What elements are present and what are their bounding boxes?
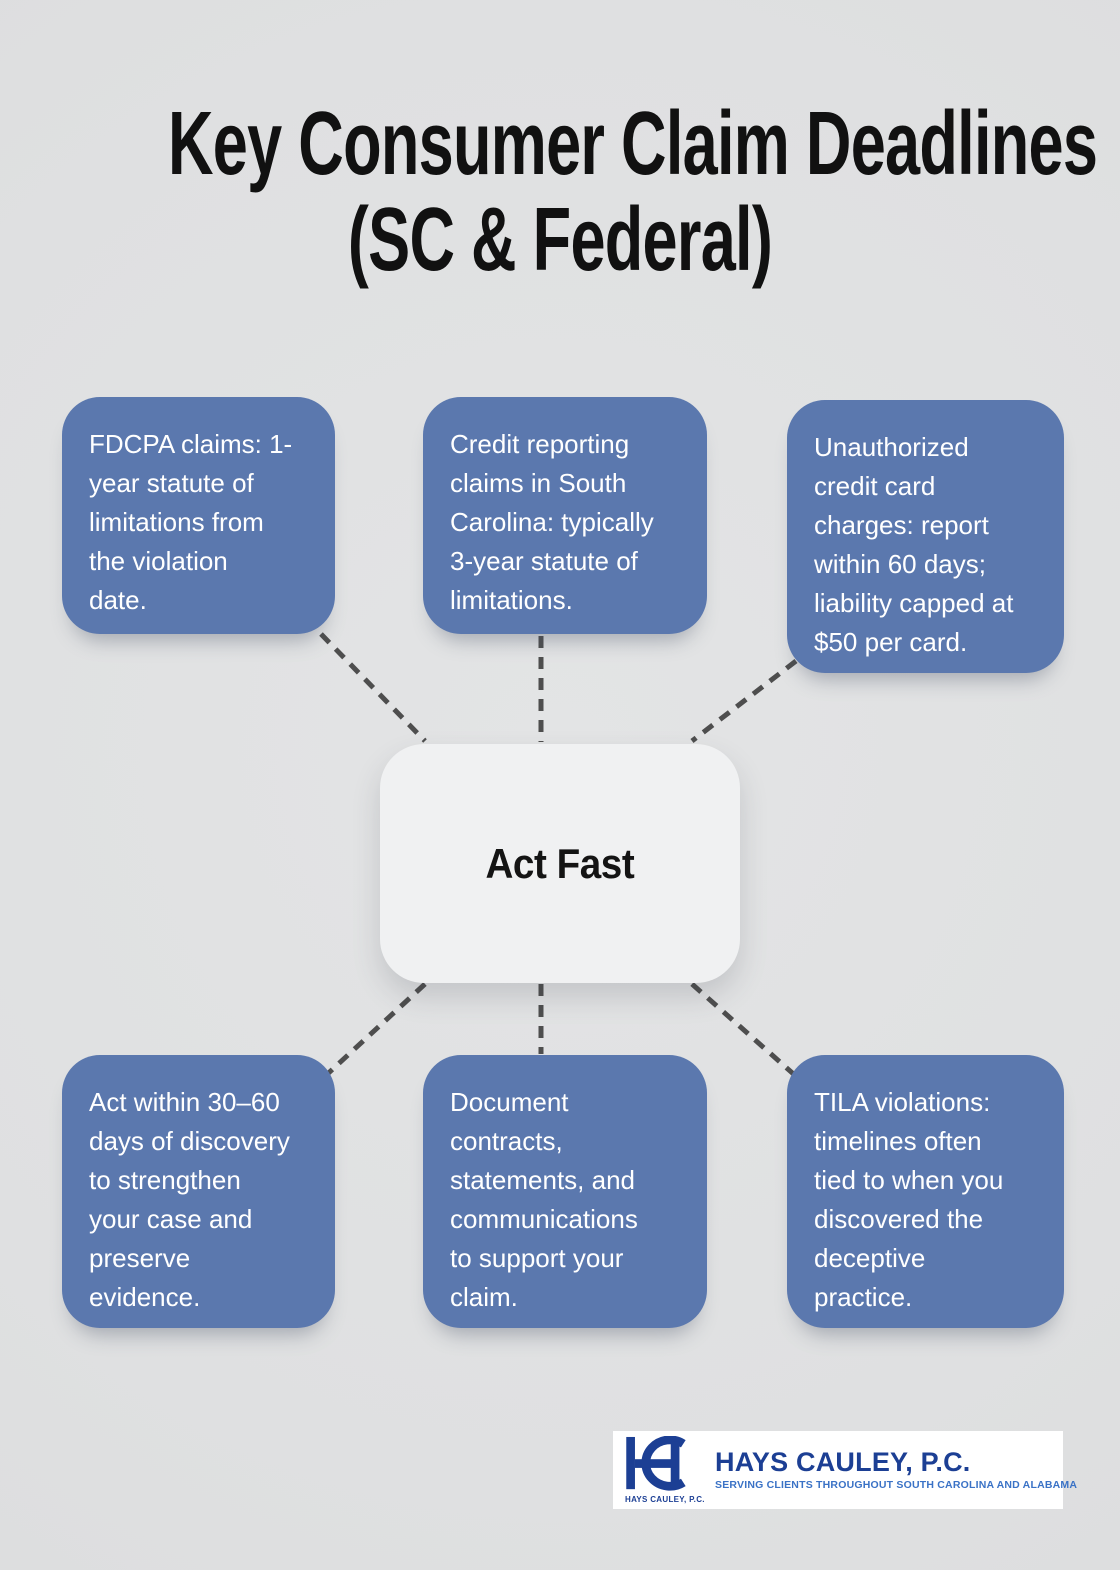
page-title: Key Consumer Claim Deadlines (SC & Feder… xyxy=(0,96,1120,288)
info-box-text: Document contracts, statements, and comm… xyxy=(450,1087,638,1312)
info-box-credit-reporting-deadline: Credit reporting claims in South Carolin… xyxy=(423,397,707,634)
info-box-act-within-30-60-days: Act within 30–60 days of discovery to st… xyxy=(62,1055,335,1328)
info-box-fdcpa-deadline: FDCPA claims: 1- year statute of limitat… xyxy=(62,397,335,634)
info-box-text: FDCPA claims: 1- year statute of limitat… xyxy=(89,429,293,615)
info-box-text: Act within 30–60 days of discovery to st… xyxy=(89,1087,290,1312)
info-box-text: Unauthorized credit card charges: report… xyxy=(814,432,1014,657)
hc-monogram: HAYS CAULEY, P.C. xyxy=(625,1436,711,1504)
page-title-line-1: Key Consumer Claim Deadlines xyxy=(168,94,1098,194)
connector-bottom-left xyxy=(320,982,427,1081)
connector-top-right xyxy=(690,659,798,743)
info-box-text: TILA violations: timelines often tied to… xyxy=(814,1087,1004,1312)
connector-top-left xyxy=(319,632,427,743)
center-node-act-fast: Act Fast xyxy=(380,744,740,983)
logo-text-block: HAYS CAULEY, P.C. SERVING CLIENTS THROUG… xyxy=(715,1448,1077,1491)
logo-tagline: SERVING CLIENTS THROUGHOUT SOUTH CAROLIN… xyxy=(715,1479,1078,1491)
center-node-label: Act Fast xyxy=(485,839,635,887)
info-box-text: Credit reporting claims in South Carolin… xyxy=(450,429,654,615)
monogram-caption: HAYS CAULEY, P.C. xyxy=(625,1495,705,1504)
connector-bottom-right xyxy=(690,982,800,1080)
info-box-unauthorized-charges-deadline: Unauthorized credit card charges: report… xyxy=(787,400,1064,673)
info-box-document-evidence: Document contracts, statements, and comm… xyxy=(423,1055,707,1328)
page-title-line-2: (SC & Federal) xyxy=(347,190,773,290)
hays-cauley-logo: HAYS CAULEY, P.C. HAYS CAULEY, P.C. SERV… xyxy=(613,1431,1077,1509)
hc-monogram-icon xyxy=(626,1436,686,1491)
info-box-tila-violations: TILA violations: timelines often tied to… xyxy=(787,1055,1064,1328)
logo-firm-name: HAYS CAULEY, P.C. xyxy=(715,1447,971,1477)
